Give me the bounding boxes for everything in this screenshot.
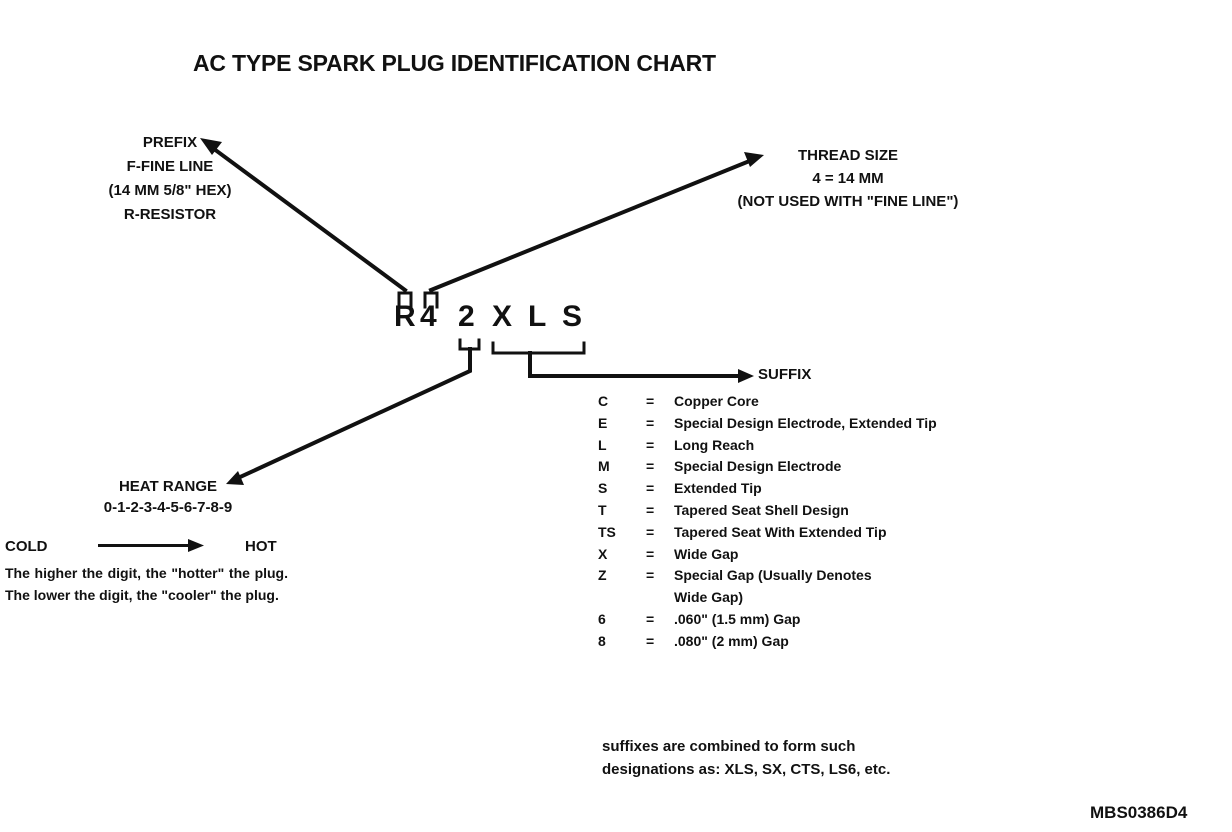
equals-sign: =	[646, 480, 655, 497]
equals-sign: =	[646, 610, 655, 627]
thread-bracket	[423, 291, 439, 309]
suffix-description: Copper Core	[674, 393, 759, 409]
thread-size-legend: THREAD SIZE 4 = 14 MM (NOT USED WITH "FI…	[683, 144, 1013, 213]
heat-range-scale: 0-1-2-3-4-5-6-7-8-9	[103, 499, 233, 516]
suffix-code: L	[598, 436, 607, 453]
code-char-suffix-2: L	[528, 300, 547, 333]
suffix-description: Wide Gap	[674, 545, 739, 562]
equals-sign: =	[646, 393, 655, 409]
suffix-description: .080" (2 mm) Gap	[674, 632, 789, 649]
suffix-code: Z	[598, 567, 607, 584]
thread-arrowhead	[744, 152, 764, 167]
suffix-arrowhead	[738, 369, 754, 383]
cold-label: COLD	[5, 538, 48, 555]
prefix-legend: PREFIX F-FINE LINE (14 MM 5/8" HEX) R-RE…	[70, 131, 270, 227]
heat-range-legend: HEAT RANGE 0-1-2-3-4-5-6-7-8-9	[48, 476, 288, 518]
figure-id: MBS0386D4	[1090, 803, 1188, 822]
suffix-code: S	[598, 480, 608, 497]
equals-sign: =	[646, 458, 655, 475]
suffix-description: Tapered Seat With Extended Tip	[674, 523, 887, 540]
equals-sign: =	[646, 414, 655, 431]
suffix-code: TS	[598, 523, 616, 540]
thread-size-line-14mm: 4 = 14 MM	[812, 170, 884, 187]
heat-arrowhead	[226, 471, 244, 485]
thread-size-note: (NOT USED WITH "FINE LINE")	[737, 193, 959, 210]
suffix-code: X	[598, 545, 608, 562]
suffix-description: Tapered Seat Shell Design	[674, 501, 849, 518]
suffix-description: .060" (1.5 mm) Gap	[674, 610, 801, 627]
suffix-description: Special Design Electrode	[674, 458, 842, 475]
combination-note: suffixes are combined to form such desig…	[602, 735, 890, 781]
suffix-code: M	[598, 458, 610, 475]
suffix-arrow-line	[528, 351, 744, 378]
equals-sign: =	[646, 545, 655, 562]
code-char-suffix-1: X	[492, 300, 513, 333]
thread-arrow-line	[428, 157, 755, 293]
suffix-code: 8	[598, 632, 606, 649]
prefix-line-fine: F-FINE LINE	[126, 158, 214, 175]
thread-size-heading: THREAD SIZE	[797, 147, 898, 164]
cold-hot-arrow-line	[98, 544, 190, 547]
code-char-heat: 2	[458, 300, 475, 333]
prefix-heading: PREFIX	[142, 134, 198, 151]
heat-range-heading: HEAT RANGE	[118, 478, 218, 495]
chart-title: AC TYPE SPARK PLUG IDENTIFICATION CHART	[193, 50, 716, 76]
prefix-arrow-line	[207, 143, 408, 293]
equals-sign: =	[646, 523, 655, 540]
suffix-code: T	[598, 501, 607, 518]
prefix-bracket	[397, 291, 413, 309]
equals-sign: =	[646, 632, 655, 649]
heat-arrow-line	[235, 347, 472, 481]
suffix-description: Wide Gap)	[674, 589, 744, 606]
suffix-description: Special Gap (Usually Denotes	[674, 567, 872, 584]
suffix-code: C	[598, 393, 609, 409]
suffix-description: Special Design Electrode, Extended Tip	[674, 414, 937, 431]
suffix-description: Long Reach	[674, 436, 755, 453]
prefix-arrowhead	[200, 138, 222, 155]
hot-label: HOT	[245, 538, 277, 555]
combination-note-line-1: suffixes are combined to form such	[602, 738, 856, 755]
suffix-code: E	[598, 414, 608, 431]
combination-note-line-2: designations as: XLS, SX, CTS, LS6, etc.	[602, 761, 891, 778]
suffix-code: 6	[598, 610, 606, 627]
equals-sign: =	[646, 567, 655, 584]
suffix-description: Extended Tip	[674, 480, 762, 497]
equals-sign: =	[646, 436, 655, 453]
suffix-bracket	[491, 341, 586, 355]
equals-sign: =	[646, 501, 655, 518]
cold-hot-arrowhead	[188, 539, 204, 552]
prefix-line-hex: (14 MM 5/8" HEX)	[108, 182, 232, 199]
suffix-heading: SUFFIX	[758, 366, 812, 383]
heat-range-description: The higher the digit, the "hotter" the p…	[5, 565, 288, 603]
code-char-suffix-3: S	[562, 300, 583, 333]
prefix-line-resistor: R-RESISTOR	[123, 206, 217, 223]
